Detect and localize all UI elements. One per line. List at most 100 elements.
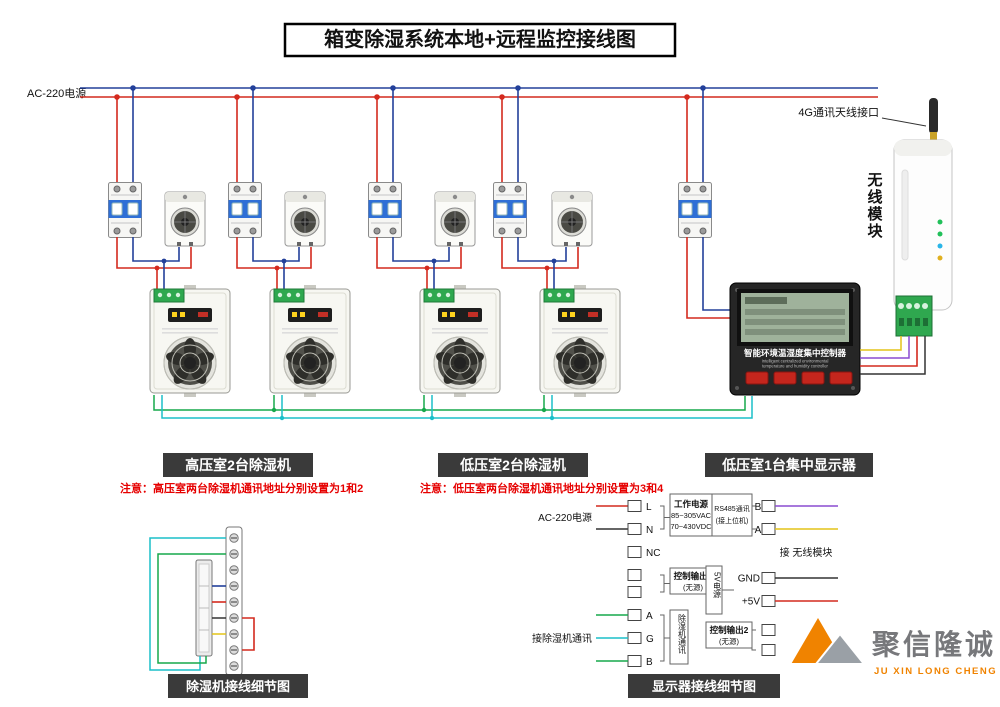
output2-annotation-box — [705, 621, 753, 649]
detail-title-bg — [628, 674, 780, 698]
brand-logo: 聚信隆诚 JU XIN LONG CHENG — [788, 614, 997, 677]
power-box-line1: 工作电源 — [674, 499, 709, 509]
controller-buttons — [745, 371, 853, 385]
terminal-L-label: L — [646, 502, 652, 513]
controller-name-en-2: temperature and humidity controller — [762, 364, 828, 369]
controller-button — [829, 371, 853, 385]
wire — [860, 336, 926, 375]
title-border — [283, 22, 677, 58]
controller-name: 智能环境温湿度集中控制器 — [743, 348, 847, 358]
module-link-label: 接 无线模块 — [780, 546, 833, 559]
terminal-screw — [229, 565, 239, 575]
module-groove — [901, 169, 909, 261]
section-label-bg — [705, 453, 873, 477]
bracket — [660, 505, 665, 530]
dehumidifiers — [149, 285, 621, 397]
display-detail-title: 显示器接线细节图 — [652, 679, 756, 694]
terminal-screw — [229, 661, 239, 671]
dehumidifier-3 — [419, 285, 501, 397]
wire — [702, 237, 730, 311]
terminal-out2-a — [761, 624, 776, 636]
antenna — [929, 98, 938, 134]
controller: 智能环境温湿度集中控制器 Intelligent centralized env… — [729, 282, 861, 396]
circuit-breaker-1 — [108, 182, 142, 238]
output2-line1: 控制输出2 — [710, 625, 749, 635]
circuit-breaker-3 — [368, 182, 402, 238]
terminal-N-label: N — [646, 525, 653, 536]
logo-triangle-gray — [813, 632, 867, 665]
power-box-line3: 70~430VDC — [670, 522, 712, 531]
wire — [860, 336, 910, 359]
terminal-rB — [761, 500, 776, 512]
antenna-port-label: 4G通讯天线接口 — [798, 105, 879, 119]
bracket — [660, 574, 665, 593]
fan-unit-1 — [164, 191, 206, 247]
logo-subtitle: JU XIN LONG CHENG — [874, 666, 997, 677]
antenna-pointer-line — [881, 117, 927, 127]
logo-name: 聚信隆诚 — [871, 629, 996, 660]
circuit-breaker-2 — [228, 182, 262, 238]
antenna-connector — [930, 132, 937, 140]
section-labels: 高压室2台除湿机 低压室2台除湿机 低压室1台集中显示器 — [163, 453, 873, 477]
terminal-gnd — [761, 572, 776, 584]
rs485-annotation-box — [711, 493, 753, 537]
dehumidifier-4 — [539, 285, 621, 397]
dehumidifier-2 — [269, 285, 351, 397]
wireless-module: 4G通讯天线接口 无线模块 — [798, 98, 953, 375]
terminal-screw — [229, 597, 239, 607]
terminal-rB-label: B — [755, 502, 762, 513]
note-low-voltage: 注意：低压室两台除湿机通讯地址分别设置为3和4 — [420, 481, 664, 495]
controller-button — [745, 371, 769, 385]
detail-titles: 除湿机接线细节图 显示器接线细节图 — [168, 674, 780, 698]
fan-unit-4 — [551, 191, 593, 247]
module-top-cap — [894, 140, 952, 156]
module-indicator-leds — [937, 219, 943, 261]
wire — [157, 553, 226, 664]
dehumidifier-1 — [149, 285, 231, 397]
wire — [132, 237, 180, 262]
terminal-A-label: A — [646, 611, 653, 622]
wire — [501, 237, 579, 269]
bracket — [751, 505, 756, 530]
terminal-A — [627, 609, 642, 621]
output1-line1: 控制输出1 — [674, 571, 713, 581]
dehu-comm-label: 接除湿机通讯 — [532, 632, 592, 645]
fan-unit-2 — [284, 191, 326, 247]
dehu-comm-box — [669, 609, 689, 665]
terminal-N — [627, 523, 642, 535]
output1-line2: (无源) — [683, 583, 703, 592]
wire — [517, 237, 567, 262]
bus-drop-wires — [116, 88, 704, 182]
detail-wires — [149, 537, 255, 671]
power-box-line2: 85~305VAC — [671, 511, 712, 520]
terminal-out1-a — [627, 569, 642, 581]
module-terminal-block — [895, 295, 933, 337]
terminal-NC-label: NC — [646, 548, 660, 559]
terminal-NC — [627, 546, 642, 558]
dehumidifier-detail-title: 除湿机接线细节图 — [186, 679, 290, 694]
dehu-comm-box-label: 除湿机通讯 — [678, 613, 687, 655]
comm-bus — [153, 395, 753, 421]
rs485-line1: RS485通讯 — [714, 504, 749, 513]
section-high-voltage: 高压室2台除湿机 — [185, 457, 291, 473]
section-low-voltage: 低压室2台除湿机 — [459, 457, 566, 473]
branch-power-wires — [116, 237, 730, 319]
terminal-screw — [229, 549, 239, 559]
power-bus: AC-220电源 — [27, 85, 878, 182]
terminal-5v-label: +5V — [742, 597, 760, 608]
section-label-bg — [163, 453, 313, 477]
circuit-breaker-4 — [493, 182, 527, 238]
bus-junction-dots — [114, 85, 706, 100]
bracket — [660, 614, 665, 662]
section-label-bg — [438, 453, 588, 477]
terminal-B — [627, 655, 642, 667]
module-wires — [860, 336, 926, 375]
wire — [860, 336, 918, 367]
detail-ac-label: AC-220电源 — [538, 511, 592, 524]
terminal-gnd-label: GND — [738, 574, 760, 585]
title-block: 箱变除湿系统本地+远程监控接线图 — [283, 22, 677, 58]
section-display-room: 低压室1台集中显示器 — [721, 457, 857, 473]
notes: 注意：高压室两台除湿机通讯地址分别设置为1和2 注意：低压室两台除湿机通讯地址分… — [120, 481, 664, 495]
terminal-5v — [761, 595, 776, 607]
